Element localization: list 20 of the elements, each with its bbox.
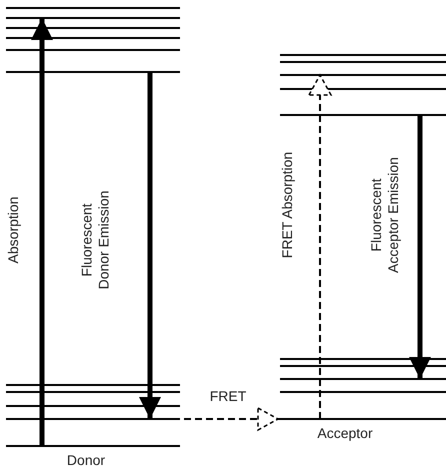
energy-level-line <box>6 17 180 19</box>
edge-label: Fluorescent Acceptor Emission <box>368 156 402 275</box>
energy-level-line <box>280 114 446 116</box>
edge-label: FRET <box>208 388 248 405</box>
arrow <box>184 407 279 431</box>
edge-label: Absorption <box>5 196 22 266</box>
edge-label: Fluorescent Donor Emission <box>78 190 112 292</box>
arrow <box>31 18 53 446</box>
energy-level-line <box>280 74 446 76</box>
energy-level-line <box>6 71 180 73</box>
arrow <box>139 72 161 419</box>
energy-level-line <box>6 418 180 420</box>
arrow <box>308 74 332 419</box>
energy-level-line <box>280 378 446 380</box>
diagram-label: Donor <box>66 452 106 469</box>
diagram-label: Acceptor <box>316 425 374 442</box>
energy-level-line <box>6 445 180 447</box>
arrow <box>409 115 431 379</box>
energy-level-line <box>278 418 446 420</box>
edge-label: FRET Absorption <box>279 150 296 260</box>
